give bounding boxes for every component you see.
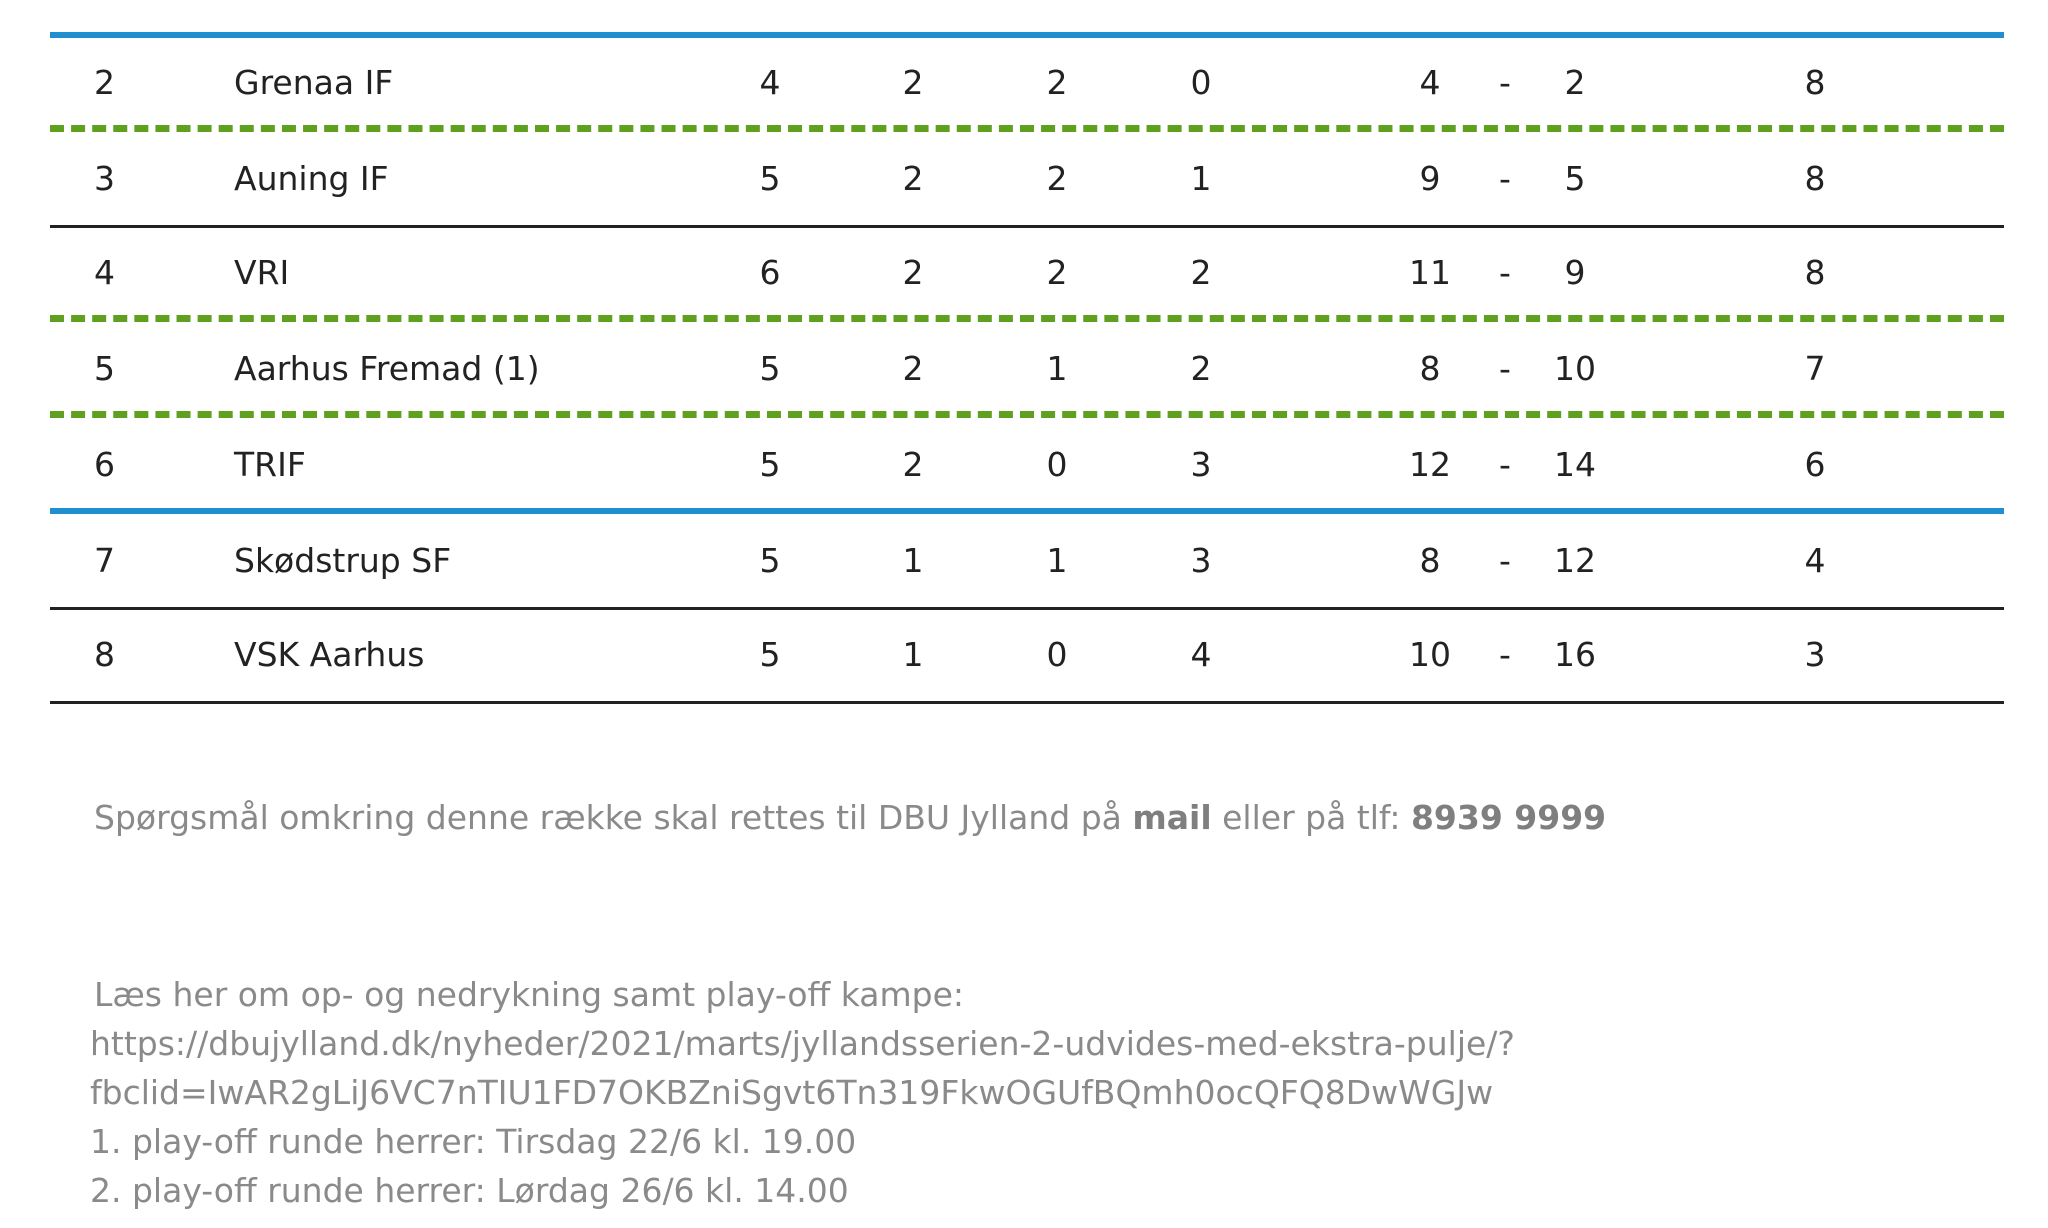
mail-link[interactable]: mail [1132, 798, 1212, 837]
points: 4 [1804, 541, 1826, 580]
table-row: 6 TRIF 5 2 0 3 12 - 14 6 [50, 420, 2004, 514]
matches-played: 5 [759, 159, 781, 198]
goals-against: 5 [1564, 159, 1586, 198]
goal-separator: - [1499, 349, 1511, 388]
draws: 0 [1046, 445, 1068, 484]
contact-text-middle: eller på tlf: [1211, 798, 1411, 837]
table-row: 4 VRI 6 2 2 2 11 - 9 8 [50, 228, 2004, 322]
draws: 0 [1046, 635, 1068, 674]
points: 8 [1804, 253, 1826, 292]
team-name: Grenaa IF [234, 63, 394, 102]
dashed-separator [50, 125, 2004, 132]
losses: 1 [1190, 159, 1212, 198]
draws: 1 [1046, 349, 1068, 388]
note-link-part1[interactable]: https://dbujylland.dk/nyheder/2021/marts… [90, 1024, 1515, 1063]
goals-for: 4 [1419, 63, 1441, 102]
losses: 3 [1190, 445, 1212, 484]
goal-separator: - [1499, 63, 1511, 102]
wins: 2 [902, 159, 924, 198]
draws: 1 [1046, 541, 1068, 580]
row-separator [50, 607, 2004, 610]
phone-number: 8939 9999 [1410, 798, 1607, 837]
points: 8 [1804, 63, 1826, 102]
matches-played: 5 [759, 635, 781, 674]
wins: 2 [902, 253, 924, 292]
matches-played: 6 [759, 253, 781, 292]
team-name: TRIF [234, 445, 306, 484]
points: 8 [1804, 159, 1826, 198]
table-row: 2 Grenaa IF 4 2 2 0 4 - 2 8 [50, 38, 2004, 132]
blue-separator [50, 508, 2004, 514]
row-separator [50, 701, 2004, 704]
playoff-round-2: 2. play-off runde herrer: Lørdag 26/6 kl… [90, 1171, 849, 1210]
goals-against: 16 [1554, 635, 1596, 674]
goals-for: 11 [1409, 253, 1451, 292]
losses: 0 [1190, 63, 1212, 102]
team-name: VRI [234, 253, 290, 292]
goal-separator: - [1499, 635, 1511, 674]
goal-separator: - [1499, 541, 1511, 580]
goals-for: 10 [1409, 635, 1451, 674]
goal-separator: - [1499, 159, 1511, 198]
points: 3 [1804, 635, 1826, 674]
goals-against: 10 [1554, 349, 1596, 388]
position: 4 [94, 253, 115, 292]
draws: 2 [1046, 253, 1068, 292]
team-name: Skødstrup SF [234, 541, 452, 580]
goal-separator: - [1499, 445, 1511, 484]
position: 8 [94, 635, 115, 674]
contact-line: Spørgsmål omkring denne række skal rette… [94, 798, 1606, 837]
goals-against: 2 [1564, 63, 1586, 102]
dashed-separator [50, 315, 2004, 322]
draws: 2 [1046, 63, 1068, 102]
goals-for: 8 [1419, 349, 1441, 388]
position: 5 [94, 349, 115, 388]
wins: 1 [902, 541, 924, 580]
playoff-round-1: 1. play-off runde herrer: Tirsdag 22/6 k… [90, 1122, 857, 1161]
matches-played: 5 [759, 541, 781, 580]
team-name: Aarhus Fremad (1) [234, 349, 540, 388]
wins: 2 [902, 445, 924, 484]
table-header-rule [50, 32, 2004, 38]
losses: 3 [1190, 541, 1212, 580]
wins: 2 [902, 349, 924, 388]
position: 3 [94, 159, 115, 198]
table-row: 3 Auning IF 5 2 2 1 9 - 5 8 [50, 134, 2004, 228]
goals-for: 8 [1419, 541, 1441, 580]
goals-against: 14 [1554, 445, 1596, 484]
note-link-part2[interactable]: fbclid=IwAR2gLiJ6VC7nTIU1FD7OKBZniSgvt6T… [90, 1073, 1494, 1112]
matches-played: 4 [759, 63, 781, 102]
team-name: Auning IF [234, 159, 389, 198]
goals-for: 12 [1409, 445, 1451, 484]
points: 7 [1804, 349, 1826, 388]
position: 6 [94, 445, 115, 484]
goals-for: 9 [1419, 159, 1441, 198]
matches-played: 5 [759, 349, 781, 388]
contact-text-before: Spørgsmål omkring denne række skal rette… [94, 798, 1133, 837]
wins: 1 [902, 635, 924, 674]
goals-against: 12 [1554, 541, 1596, 580]
losses: 2 [1190, 349, 1212, 388]
draws: 2 [1046, 159, 1068, 198]
note-intro: Læs her om op- og nedrykning samt play-o… [94, 975, 965, 1014]
dashed-separator [50, 411, 2004, 418]
position: 7 [94, 541, 115, 580]
wins: 2 [902, 63, 924, 102]
losses: 4 [1190, 635, 1212, 674]
goals-against: 9 [1564, 253, 1586, 292]
table-row: 7 Skødstrup SF 5 1 1 3 8 - 12 4 [50, 516, 2004, 610]
position: 2 [94, 63, 115, 102]
table-row: 5 Aarhus Fremad (1) 5 2 1 2 8 - 10 7 [50, 324, 2004, 418]
goal-separator: - [1499, 253, 1511, 292]
matches-played: 5 [759, 445, 781, 484]
points: 6 [1804, 445, 1826, 484]
team-name: VSK Aarhus [234, 635, 425, 674]
row-separator [50, 225, 2004, 228]
losses: 2 [1190, 253, 1212, 292]
playoff-note: Læs her om op- og nedrykning samt play-o… [90, 970, 1515, 1215]
